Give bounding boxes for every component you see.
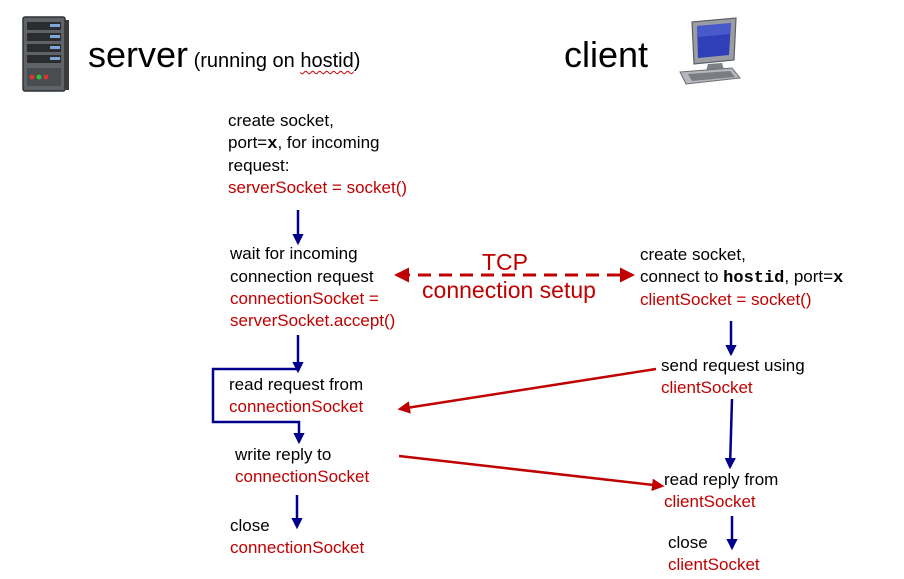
port-code: x [267, 135, 278, 154]
port-label: , port= [784, 267, 834, 286]
client-create-code: clientSocket = socket() [640, 290, 812, 309]
server-create-line2: port=x, for incoming [228, 132, 379, 157]
client-close-code: clientSocket [668, 555, 760, 574]
server-paren-close: ) [353, 50, 361, 72]
client-close-line1: close [668, 533, 708, 552]
server-loop-read-to-write [211, 367, 305, 445]
server-read-line1: read request from [229, 375, 364, 394]
server-write-code: connectionSocket [235, 467, 370, 486]
server-create-line3: request: [228, 156, 290, 175]
server-wait-code1: connectionSocket = [230, 289, 379, 308]
server-paren-open: (running on [188, 50, 301, 72]
port-suffix: , for incoming [277, 133, 380, 152]
tcp-label-line2: connection setup [422, 277, 596, 303]
server-host: hostid [300, 50, 354, 72]
server-wait-line2: connection request [230, 267, 374, 286]
client-read-line1: read reply from [664, 470, 779, 489]
client-read-code: clientSocket [664, 492, 756, 511]
client-label: client [564, 34, 649, 75]
server-create-code: serverSocket = socket() [228, 178, 408, 197]
reply-message-arrow [398, 454, 665, 492]
client-create-line2: connect to hostid, port=x [640, 266, 843, 291]
desktop-computer-icon [676, 16, 742, 86]
server-wait-code2: serverSocket.accept() [230, 311, 396, 330]
server-wait-line1: wait for incoming [230, 244, 358, 263]
tcp-label-line1: TCP [482, 249, 528, 275]
client-arrow-send-to-read [724, 398, 736, 470]
server-create-line1: create socket, [228, 111, 334, 130]
host-code: hostid [723, 269, 785, 288]
client-create-line1: create socket, [640, 245, 746, 264]
server-close-line1: close [230, 516, 270, 535]
server-label: server [88, 34, 189, 75]
connect-label: connect to [640, 267, 724, 286]
server-close-code: connectionSocket [230, 538, 365, 557]
server-title: server (running on hostid) [88, 35, 360, 81]
server-write-line1: write reply to [235, 445, 332, 464]
client-send-code: clientSocket [661, 378, 753, 397]
port-label: port= [228, 133, 268, 152]
server-tower-icon [22, 16, 70, 92]
server-read-code: connectionSocket [229, 397, 364, 416]
client-send-line1: send request using [661, 356, 805, 375]
request-message-arrow [397, 367, 657, 414]
port-code: x [833, 269, 844, 288]
